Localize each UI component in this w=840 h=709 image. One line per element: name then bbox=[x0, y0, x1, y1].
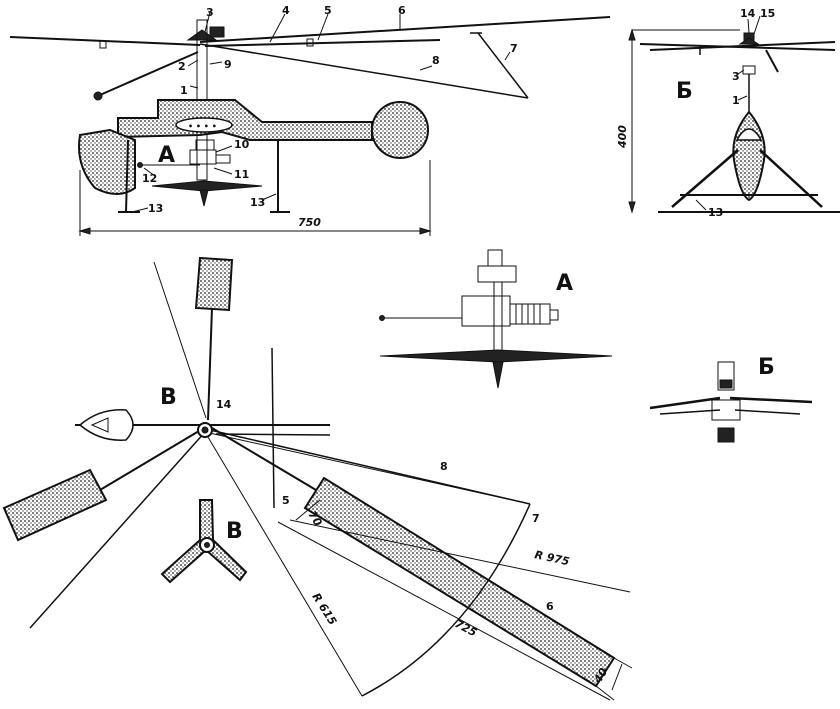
dimension-height: 400 bbox=[616, 125, 629, 149]
dimension-radius-outer: R 975 bbox=[533, 548, 571, 568]
detail-b-hub bbox=[649, 361, 813, 443]
callout-10: 10 bbox=[234, 138, 250, 151]
callout-6-plan: 6 bbox=[546, 600, 554, 613]
callout-14-plan: 14 bbox=[216, 398, 232, 411]
dimension-radius-inner: R 615 bbox=[309, 591, 339, 628]
callout-12: 12 bbox=[142, 172, 157, 185]
callout-13b: 13 bbox=[250, 196, 265, 209]
callout-8-plan: 8 bbox=[440, 460, 448, 473]
detail-v-trihub bbox=[160, 499, 248, 584]
view-letter-v-detail: В bbox=[226, 519, 243, 544]
svg-text:• • • •: • • • • bbox=[188, 122, 217, 131]
view-letter-v-plan: В bbox=[160, 385, 177, 410]
callout-1-front: 1 bbox=[732, 94, 740, 107]
side-view-leaders bbox=[131, 11, 511, 213]
dimension-length: 750 bbox=[298, 216, 321, 229]
callout-8: 8 bbox=[432, 54, 440, 67]
callout-14-front: 14 bbox=[740, 7, 756, 20]
view-letters: А Б А Б В В bbox=[158, 79, 775, 544]
callout-7-plan: 7 bbox=[532, 512, 540, 525]
callout-9: 9 bbox=[224, 58, 232, 71]
front-view bbox=[628, 15, 840, 214]
callout-5-plan: 5 bbox=[282, 494, 290, 507]
callout-15: 15 bbox=[760, 7, 775, 20]
dimension-blade-length: 725 bbox=[453, 617, 480, 639]
callout-13a: 13 bbox=[148, 202, 163, 215]
callout-numbers: 1 2 3 4 5 6 7 8 9 10 11 12 13 13 14 15 3… bbox=[142, 4, 775, 613]
callout-6: 6 bbox=[398, 4, 406, 17]
callout-2: 2 bbox=[178, 60, 186, 73]
callout-1: 1 bbox=[180, 84, 188, 97]
view-letter-a-side: А bbox=[158, 143, 175, 168]
view-letter-b-front: Б bbox=[676, 79, 693, 104]
callout-13-front: 13 bbox=[708, 206, 723, 219]
callout-3-front: 3 bbox=[732, 70, 740, 83]
callout-5: 5 bbox=[324, 4, 332, 17]
side-view: • • • • bbox=[9, 16, 611, 236]
callout-3: 3 bbox=[206, 6, 214, 19]
view-letter-b-detail: Б bbox=[758, 355, 775, 380]
view-letter-a-detail: А bbox=[556, 271, 573, 296]
detail-a-engine bbox=[379, 249, 613, 389]
callout-7: 7 bbox=[510, 42, 518, 55]
callout-11: 11 bbox=[234, 168, 249, 181]
plan-view bbox=[2, 256, 633, 701]
callout-4: 4 bbox=[282, 4, 290, 17]
